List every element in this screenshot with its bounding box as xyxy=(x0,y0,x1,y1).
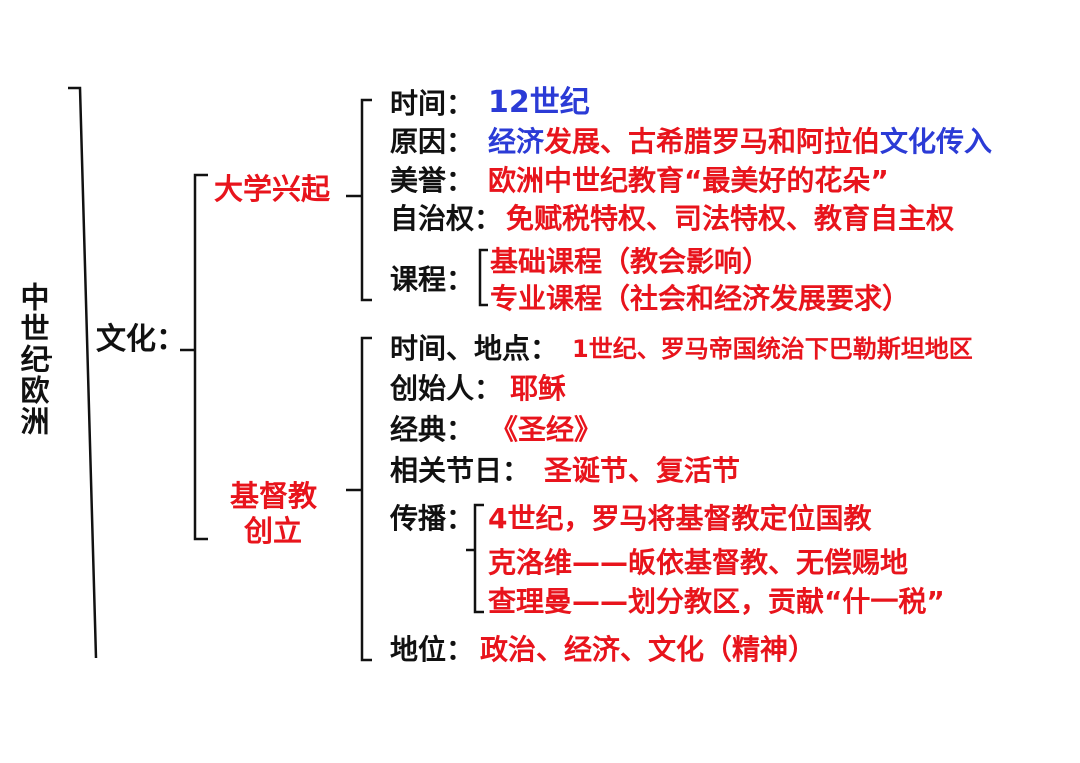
christianity-label-line1: 基督教 xyxy=(230,479,318,513)
spread-bracket xyxy=(473,503,484,614)
christianity-festivals-value: 圣诞节、复活节 xyxy=(544,454,741,487)
course-item-basic: 基础课程（教会影响） xyxy=(490,245,771,278)
christianity-timeplace-key: 时间、地点： xyxy=(390,332,559,365)
spread-item-charlemagne: 查理曼——划分教区，贡献“什一税” xyxy=(488,585,945,618)
reason-part-development: 发展、古希腊罗马和阿拉伯 xyxy=(544,125,881,158)
university-time-value: 12世纪 xyxy=(488,85,590,120)
culture-text: 文化 xyxy=(96,322,156,357)
course-item-professional: 专业课程（社会和经济发展要求） xyxy=(490,282,911,315)
courses-bracket xyxy=(478,248,488,307)
christianity-timeplace-value: 1世纪、罗马帝国统治下巴勒斯坦地区 xyxy=(572,335,973,363)
christianity-status-key: 地位： xyxy=(390,633,475,666)
root-bracket xyxy=(68,86,98,659)
christianity-label-line2: 创立 xyxy=(244,514,303,548)
university-time-key: 时间： xyxy=(390,87,475,120)
university-honor-key: 美誉： xyxy=(390,164,475,197)
christianity-status-value: 政治、经济、文化（精神） xyxy=(480,633,817,666)
culture-bracket xyxy=(193,173,208,541)
christianity-classic-key: 经典： xyxy=(390,413,475,446)
christianity-founder-value: 耶稣 xyxy=(510,372,567,405)
christianity-bracket xyxy=(360,336,372,662)
university-reason-key: 原因： xyxy=(390,125,475,158)
university-courses-key: 课程： xyxy=(390,263,475,296)
university-label: 大学兴起 xyxy=(214,172,331,206)
reason-part-culture: 文化传入 xyxy=(880,125,993,158)
culture-colon: ： xyxy=(156,322,186,357)
christianity-spread-key: 传播： xyxy=(390,502,475,535)
university-bracket xyxy=(360,98,372,302)
culture-label: 文化： xyxy=(96,325,186,355)
root-label: 中世纪欧洲 xyxy=(16,282,50,437)
christianity-founder-key: 创始人： xyxy=(390,372,503,405)
spread-item-clovis: 克洛维——皈依基督教、无偿赐地 xyxy=(488,546,909,579)
university-autonomy-value: 免赋税特权、司法特权、教育自主权 xyxy=(506,202,955,235)
christianity-classic-value: 《圣经》 xyxy=(490,413,603,446)
reason-part-economy: 经济 xyxy=(488,125,545,158)
university-reason-value: 经济发展、古希腊罗马和阿拉伯文化传入 xyxy=(488,128,992,156)
university-autonomy-key: 自治权： xyxy=(390,202,503,235)
university-honor-value: 欧洲中世纪教育“最美好的花朵” xyxy=(488,164,889,197)
christianity-festivals-key: 相关节日： xyxy=(390,454,531,487)
spread-item-rome: 4世纪，罗马将基督教定位国教 xyxy=(488,502,872,535)
